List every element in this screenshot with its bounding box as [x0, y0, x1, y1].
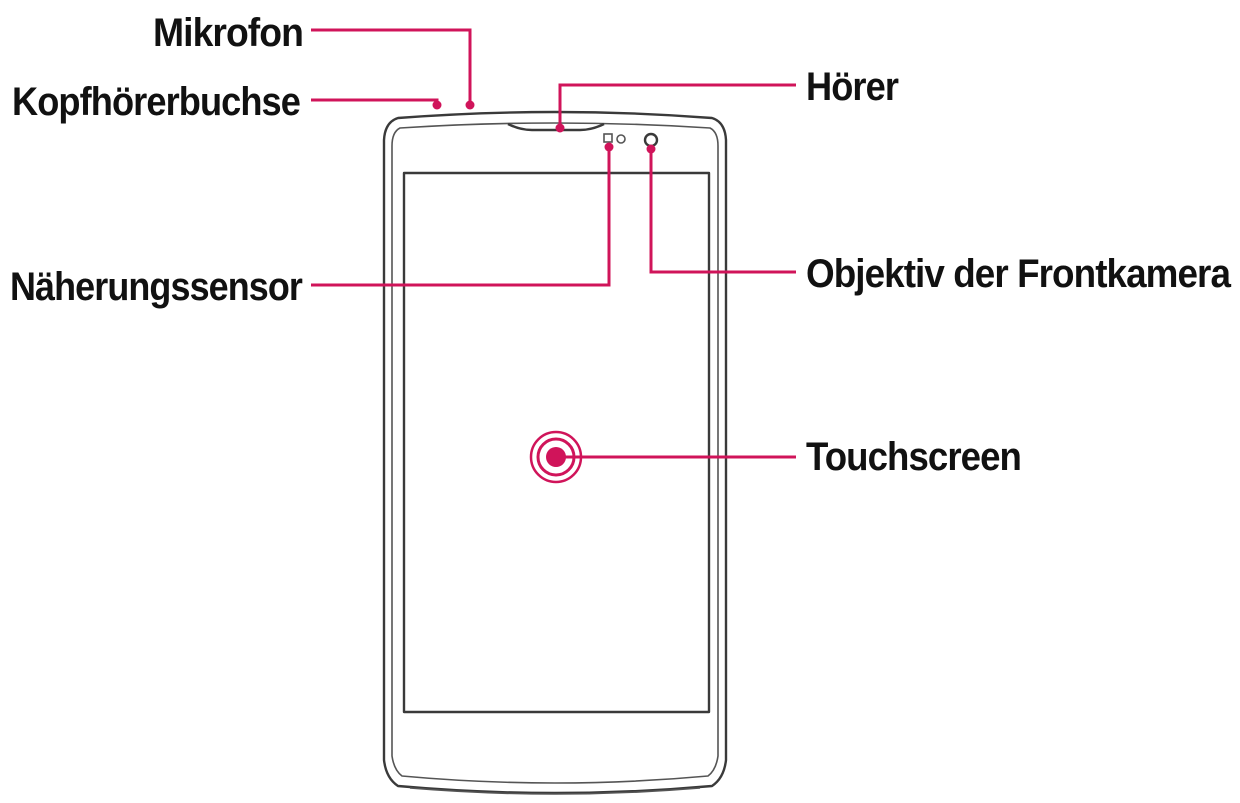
- touch-ring-inner: [536, 437, 576, 477]
- light-sensor-shape: [616, 134, 626, 144]
- proximity-sensor-shape: [603, 133, 613, 143]
- touch-ring-outer: [529, 430, 583, 484]
- label-kopfhoererbuchse: Kopfhörerbuchse: [12, 80, 300, 124]
- dot-kopfhoererbuchse: [432, 100, 442, 110]
- callout-line-naeherungssensor: [311, 147, 611, 287]
- label-touchscreen: Touchscreen: [806, 435, 1021, 479]
- touch-dot: [546, 447, 566, 467]
- phone-outer-shell: [382, 110, 728, 795]
- dot-frontkamera: [646, 144, 656, 154]
- dot-naeherungssensor: [604, 142, 614, 152]
- label-hoerer: Hörer: [806, 65, 898, 109]
- callout-line-kopfhoererbuchse: [311, 98, 439, 103]
- touchscreen-area[interactable]: [402, 171, 711, 714]
- label-naeherungssensor: Näherungssensor: [10, 265, 302, 309]
- dot-hoerer: [555, 123, 565, 133]
- phone-inner-bezel: [391, 122, 719, 784]
- callout-line-frontkamera: [649, 150, 796, 274]
- label-mikrofon: Mikrofon: [153, 11, 303, 55]
- dot-mikrofon: [465, 100, 475, 110]
- phone-body: [382, 110, 728, 795]
- phone-bottom-edge: [409, 787, 701, 795]
- front-camera-shape: [643, 132, 659, 148]
- touch-target-icon: [529, 430, 583, 484]
- callout-line-hoerer: [558, 83, 796, 126]
- label-frontkamera: Objektiv der Frontkamera: [806, 252, 1232, 296]
- callout-dots: [432, 100, 656, 154]
- callout-line-mikrofon: [311, 28, 472, 103]
- labels: Mikrofon Kopfhörerbuchse Hörer Näherungs…: [10, 11, 1233, 479]
